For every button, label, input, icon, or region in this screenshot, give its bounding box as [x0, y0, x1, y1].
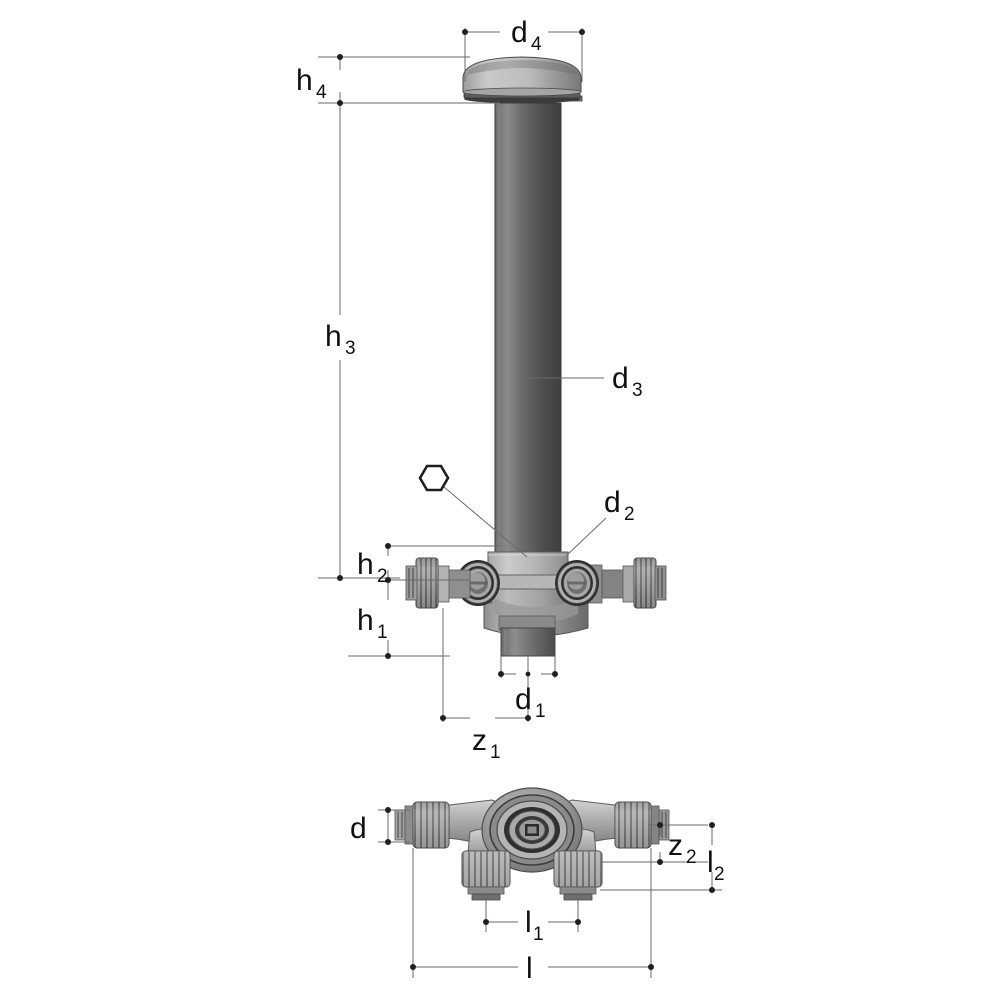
label-d1-sub: 1	[535, 701, 546, 722]
label-d2-sub: 2	[624, 504, 635, 525]
plan-center-hub	[481, 787, 583, 873]
elevation-dimension-labels: d 4 h 4 h 3 d 3 d 2 h 2 h 1 d 1 z 1	[296, 16, 643, 763]
plan-dimension-ticks	[385, 807, 715, 970]
label-d1-base: d	[515, 683, 532, 716]
port-side-right-elevation	[601, 557, 667, 609]
label-h3-base: h	[325, 320, 342, 353]
label-l1-base: l	[525, 906, 532, 939]
label-h1-sub: 1	[377, 622, 388, 643]
label-d4-sub: 4	[531, 34, 542, 55]
label-l-base: l	[526, 952, 533, 985]
plan-port-left	[394, 801, 450, 849]
elevation-view: d 4 h 4 h 3 d 3 d 2 h 2 h 1 d 1 z 1	[296, 16, 667, 763]
label-h1-base: h	[357, 604, 374, 637]
label-z1-sub: 1	[490, 742, 501, 763]
label-h4-sub: 4	[316, 82, 327, 103]
label-l2-sub: 2	[714, 864, 725, 885]
hexagon-symbol	[418, 464, 528, 558]
plan-port-front-left	[461, 850, 511, 901]
top-cap	[462, 56, 583, 104]
port-front-right-elevation	[555, 560, 603, 606]
column-pipe	[494, 102, 562, 556]
plan-dimension-labels: d z 2 l 2 l 1 l	[350, 812, 725, 985]
elevation-dimension-lines	[318, 28, 583, 722]
label-l1-sub: 1	[533, 924, 544, 945]
label-h2-sub: 2	[377, 566, 388, 587]
label-z2-base: z	[668, 829, 683, 862]
label-d4-base: d	[511, 16, 528, 49]
port-side-left-elevation	[405, 557, 471, 609]
label-l2-base: l	[707, 846, 714, 879]
label-d3-base: d	[612, 362, 629, 395]
bottom-spigot	[500, 627, 556, 657]
label-d3-sub: 3	[632, 380, 643, 401]
label-h2-base: h	[357, 548, 374, 581]
plan-view: d z 2 l 2 l 1 l	[350, 787, 725, 985]
label-h3-sub: 3	[345, 338, 356, 359]
plan-port-front-right	[553, 850, 603, 901]
d2-leader	[565, 517, 607, 557]
label-z1-base: z	[472, 724, 487, 757]
elevation-dimension-ticks	[337, 29, 585, 721]
label-z2-sub: 2	[686, 847, 697, 868]
label-d2-base: d	[604, 486, 621, 519]
label-d-base: d	[350, 812, 367, 845]
label-h4-base: h	[296, 64, 313, 97]
